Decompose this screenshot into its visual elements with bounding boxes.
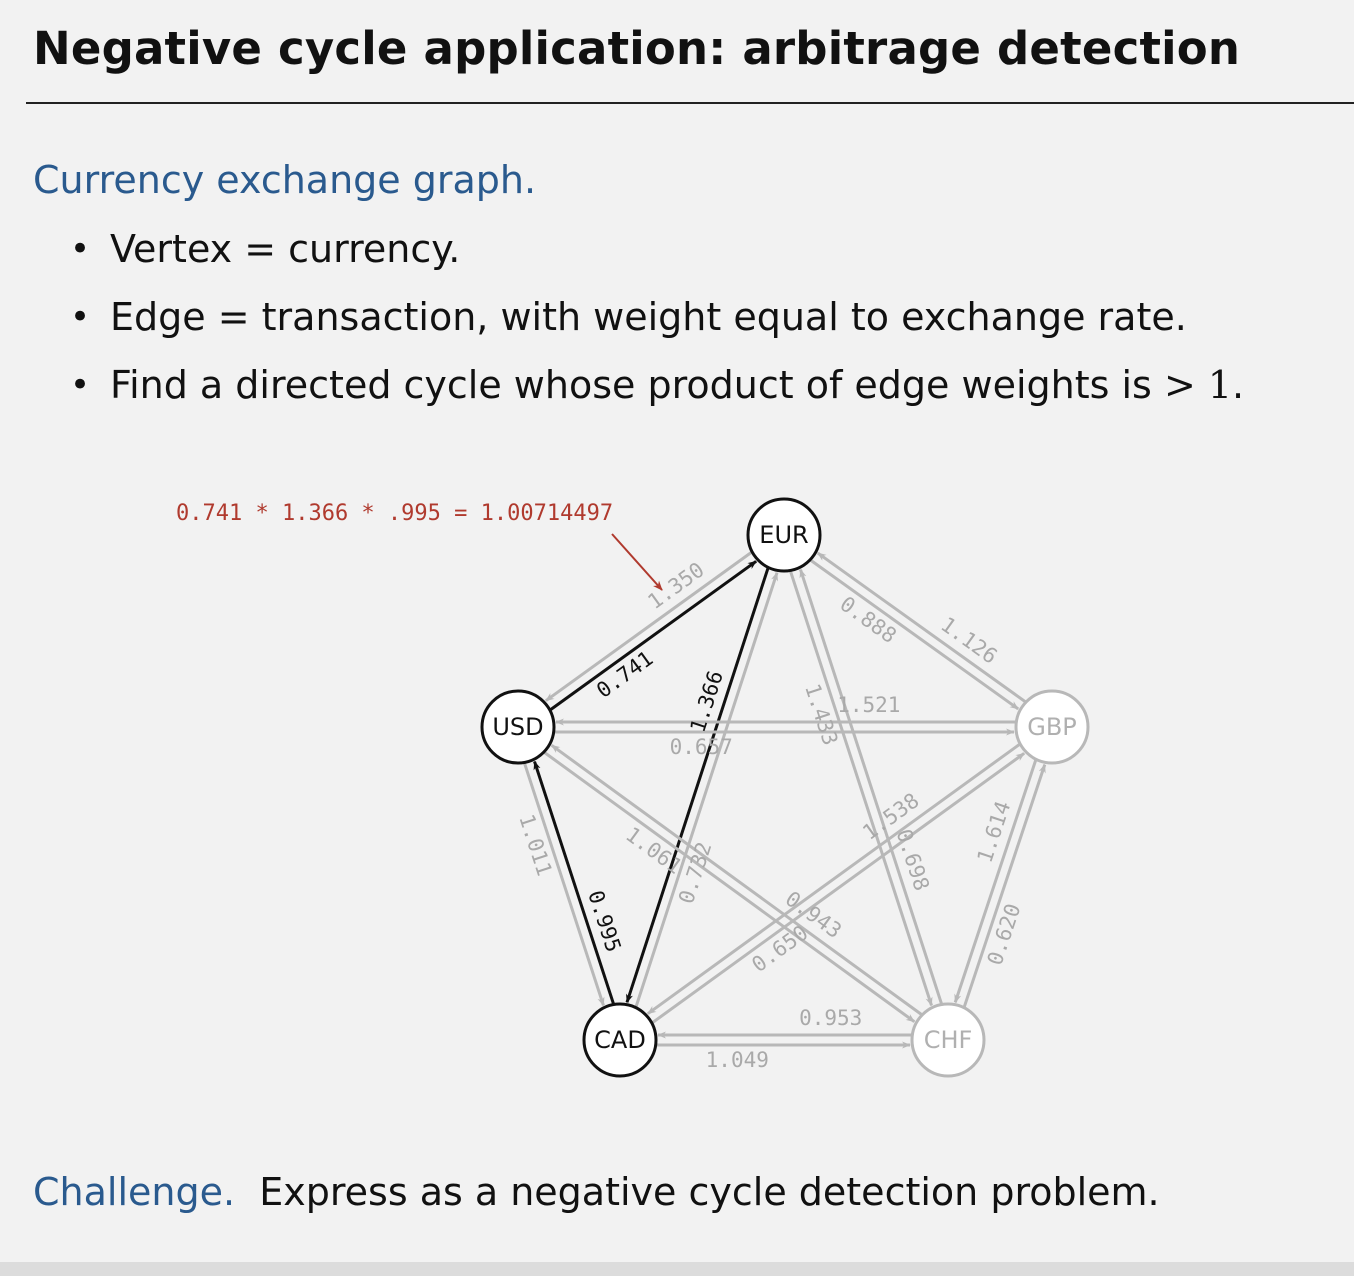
bullet-dot: • <box>70 365 91 405</box>
node-circle <box>582 1002 658 1078</box>
edge-cad-usd <box>533 760 616 1005</box>
edge-gbp-cad <box>646 742 1021 1015</box>
edge-chf-usd <box>550 744 923 1016</box>
node-label: GBP <box>1027 713 1077 741</box>
title-divider <box>26 102 1354 104</box>
edges-layer <box>522 550 1047 1049</box>
footer-bar <box>0 1262 1354 1276</box>
node-cad: CAD <box>582 1002 658 1078</box>
bullet-item: • Edge = transaction, with weight equal … <box>70 293 1244 361</box>
challenge-line: Challenge. Express as a negative cycle d… <box>33 1170 1160 1214</box>
edge-weight-label: 0.698 <box>891 826 933 894</box>
edge-usd-eur <box>549 560 757 712</box>
edge-weight-label: 1.366 <box>686 668 728 736</box>
edge-gbp-eur <box>816 551 1027 704</box>
bullet-math: > 1 <box>1163 363 1233 407</box>
edge-weight-label: 0.995 <box>583 888 625 956</box>
edge-weight-label: 1.049 <box>706 1048 769 1072</box>
bullet-item: • Find a directed cycle whose product of… <box>70 361 1244 429</box>
edge-gbp-chf <box>953 759 1038 1004</box>
node-label: CHF <box>924 1026 973 1054</box>
bullet-dot: • <box>70 229 91 269</box>
edge-weight-label: 0.657 <box>670 735 733 759</box>
edge-weight-label: 1.614 <box>973 798 1016 866</box>
edge-chf-eur <box>799 568 944 1005</box>
edge-eur-gbp <box>809 558 1020 711</box>
annotation-arrow <box>611 533 663 591</box>
node-circle <box>1014 689 1090 765</box>
node-label: CAD <box>594 1026 646 1054</box>
nodes-layer: EUR USD GBP CAD CHF <box>480 497 1090 1078</box>
edge-eur-chf <box>788 570 933 1007</box>
edge-eur-usd <box>545 550 753 702</box>
bullet-tail: . <box>1232 363 1245 407</box>
bullet-dot: • <box>70 297 91 337</box>
challenge-text: Express as a negative cycle detection pr… <box>259 1170 1160 1214</box>
bullet-text: Find a directed cycle whose product of e… <box>110 363 1164 407</box>
edge-chf-gbp <box>962 763 1047 1008</box>
cycle-product-annotation: 0.741 * 1.366 * .995 = 1.00714497 <box>176 501 613 526</box>
bullet-text: Vertex = currency. <box>110 227 461 271</box>
edge-eur-cad <box>625 567 770 1004</box>
node-circle <box>746 497 822 573</box>
edge-usd-chf <box>543 751 916 1023</box>
edge-weight-label: 1.521 <box>837 693 900 717</box>
challenge-label: Challenge. <box>33 1170 236 1214</box>
node-label: USD <box>492 713 543 741</box>
node-eur: EUR <box>746 497 822 573</box>
node-gbp: GBP <box>1014 689 1090 765</box>
edge-cad-eur <box>634 571 779 1008</box>
section-heading: Currency exchange graph. <box>33 158 537 202</box>
node-chf: CHF <box>910 1002 986 1078</box>
bullet-list: • Vertex = currency. • Edge = transactio… <box>70 225 1244 429</box>
edge-weight-label: 0.953 <box>799 1006 862 1030</box>
node-circle <box>910 1002 986 1078</box>
edge-cad-gbp <box>651 752 1026 1025</box>
page-title: Negative cycle application: arbitrage de… <box>33 22 1241 75</box>
bullet-item: • Vertex = currency. <box>70 225 1244 293</box>
node-usd: USD <box>480 689 556 765</box>
node-circle <box>480 689 556 765</box>
edge-usd-cad <box>522 762 605 1007</box>
bullet-text: Edge = transaction, with weight equal to… <box>110 295 1187 339</box>
node-label: EUR <box>759 521 808 549</box>
